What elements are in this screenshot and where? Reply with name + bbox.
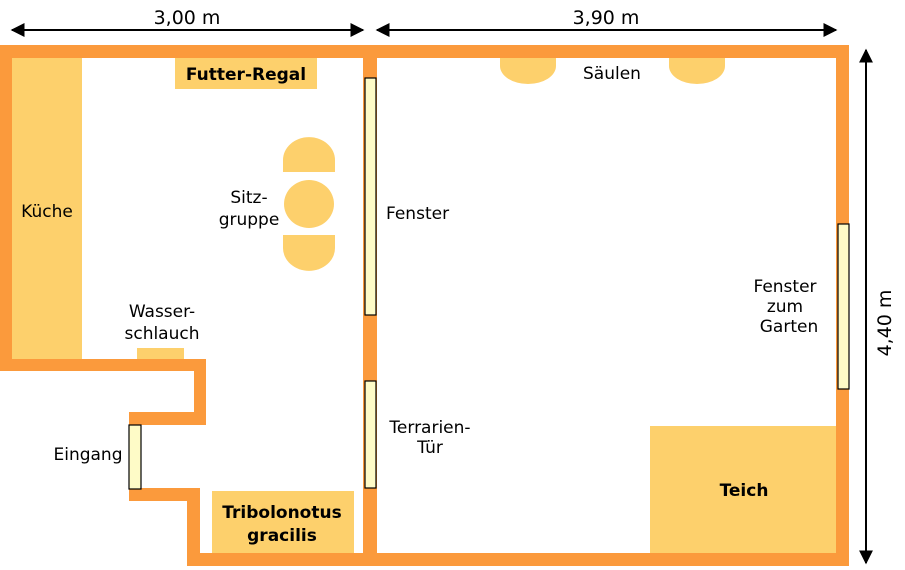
water-hose <box>137 348 184 359</box>
column-left <box>500 58 556 84</box>
water-hose-label-1: Wasser- <box>129 302 195 322</box>
terrarium-door-label-2: Tür <box>416 438 443 458</box>
garden-window-label-2: zum <box>767 297 803 317</box>
columns-label: Säulen <box>583 64 641 84</box>
terrarium-door-label-1: Terrarien- <box>388 418 470 438</box>
column-right <box>669 58 725 84</box>
garden-window-label-1: Fenster <box>753 277 816 297</box>
width-left-label: 3,00 m <box>154 7 221 29</box>
tribolonotus-area <box>212 491 354 553</box>
pond <box>650 426 836 553</box>
window-middle-label: Fenster <box>386 204 449 224</box>
garden-window-label-3: Garten <box>760 317 818 337</box>
water-hose-label-2: schlauch <box>124 324 199 344</box>
seat-top <box>283 137 335 172</box>
terrarium-door <box>364 380 377 489</box>
width-right-label: 3,90 m <box>573 7 640 29</box>
seat-bottom <box>283 235 335 271</box>
entrance-label: Eingang <box>53 445 122 465</box>
tribolonotus-label-2: gracilis <box>247 526 317 546</box>
entrance-door <box>128 424 142 490</box>
garden-window <box>837 223 850 390</box>
kitchen-label: Küche <box>21 202 73 222</box>
pond-label: Teich <box>720 481 769 501</box>
food-shelf-label: Futter-Regal <box>186 65 306 85</box>
seating-label-2: gruppe <box>219 210 280 230</box>
seat-table <box>284 180 334 228</box>
window-middle <box>364 77 377 316</box>
seating-label-1: Sitz- <box>230 188 267 208</box>
food-shelf <box>175 58 317 89</box>
height-label: 4,40 m <box>874 290 896 357</box>
kitchen-area <box>12 58 82 359</box>
tribolonotus-label-1: Tribolonotus <box>222 503 341 523</box>
